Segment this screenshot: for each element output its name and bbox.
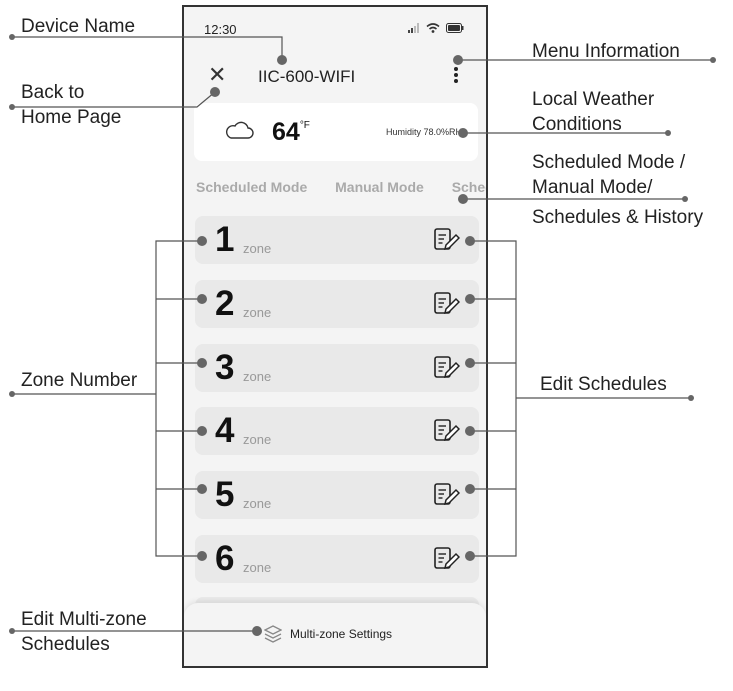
zone-number: 6 <box>215 539 235 578</box>
zone-row-4[interactable]: 4 zone <box>195 407 479 455</box>
callout-device-name: Device Name <box>21 16 136 37</box>
layers-icon <box>264 625 282 643</box>
callout-modes-line2: Manual Mode/ <box>532 177 653 198</box>
zone-label: zone <box>243 560 272 575</box>
multi-zone-settings-button[interactable]: Multi-zone Settings <box>264 625 392 643</box>
phone-screen: 12:30 ✕ IIC-600-WIFI <box>182 5 488 668</box>
edit-schedule-icon[interactable] <box>434 292 460 316</box>
mode-tabs: Scheduled Mode Manual Mode Schedules & H… <box>196 179 486 195</box>
edit-schedule-icon[interactable] <box>434 419 460 443</box>
zone-number: 5 <box>215 475 235 514</box>
callout-back-line1: Back to <box>21 82 85 103</box>
multi-zone-settings-label: Multi-zone Settings <box>290 627 393 641</box>
temperature: 64°F <box>272 118 310 146</box>
zone-label: zone <box>243 369 272 384</box>
edit-schedule-icon[interactable] <box>434 228 460 252</box>
zone-row-6[interactable]: 6 zone <box>195 535 479 583</box>
zone-label: zone <box>243 305 272 320</box>
zone-number: 3 <box>215 348 235 387</box>
zone-number: 1 <box>215 220 235 259</box>
tab-schedules-history[interactable]: Schedules & History <box>451 179 486 195</box>
tab-manual-mode[interactable]: Manual Mode <box>335 179 424 195</box>
edit-schedule-icon[interactable] <box>434 483 460 507</box>
zone-label: zone <box>243 241 272 256</box>
edit-schedule-icon[interactable] <box>434 356 460 380</box>
bottom-bar: Multi-zone Settings <box>184 603 486 666</box>
callout-modes-line1: Scheduled Mode / <box>532 152 686 173</box>
callout-menu-information: Menu Information <box>532 41 680 62</box>
callout-weather-line1: Local Weather <box>532 89 655 110</box>
menu-dots-icon[interactable] <box>452 65 460 85</box>
weather-card: 64°F Humidity 78.0%RH <box>194 103 478 161</box>
callout-edit-schedules: Edit Schedules <box>540 374 667 395</box>
status-time: 12:30 <box>204 22 237 37</box>
zone-number: 2 <box>215 284 235 323</box>
wifi-icon <box>426 23 440 33</box>
battery-icon <box>446 23 464 33</box>
temperature-unit: °F <box>299 120 310 131</box>
zone-row-3[interactable]: 3 zone <box>195 344 479 392</box>
device-name: IIC-600-WIFI <box>258 67 356 86</box>
zone-label: zone <box>243 432 272 447</box>
zone-row-5[interactable]: 5 zone <box>195 471 479 519</box>
close-icon[interactable]: ✕ <box>208 62 227 87</box>
callout-edit-multi-line1: Edit Multi-zone <box>21 609 147 630</box>
zone-row-1[interactable]: 1 zone <box>195 216 479 264</box>
callout-zone-number: Zone Number <box>21 370 138 391</box>
zone-number: 4 <box>215 411 235 450</box>
status-icons <box>408 23 464 33</box>
humidity: Humidity 78.0%RH <box>385 127 462 137</box>
zone-label: zone <box>243 496 272 511</box>
callout-edit-multi-line2: Schedules <box>21 634 110 655</box>
signal-icon <box>408 23 419 33</box>
callout-back-line2: Home Page <box>21 107 122 128</box>
app-header: ✕ IIC-600-WIFI <box>184 47 486 102</box>
status-bar: 12:30 <box>184 7 486 47</box>
zone-row-2[interactable]: 2 zone <box>195 280 479 328</box>
callout-modes-line3: Schedules & History <box>532 207 704 228</box>
tab-scheduled-mode[interactable]: Scheduled Mode <box>196 179 308 195</box>
edit-schedule-icon[interactable] <box>434 547 460 571</box>
cloud-icon <box>225 121 254 139</box>
callout-weather-line2: Conditions <box>532 114 622 135</box>
